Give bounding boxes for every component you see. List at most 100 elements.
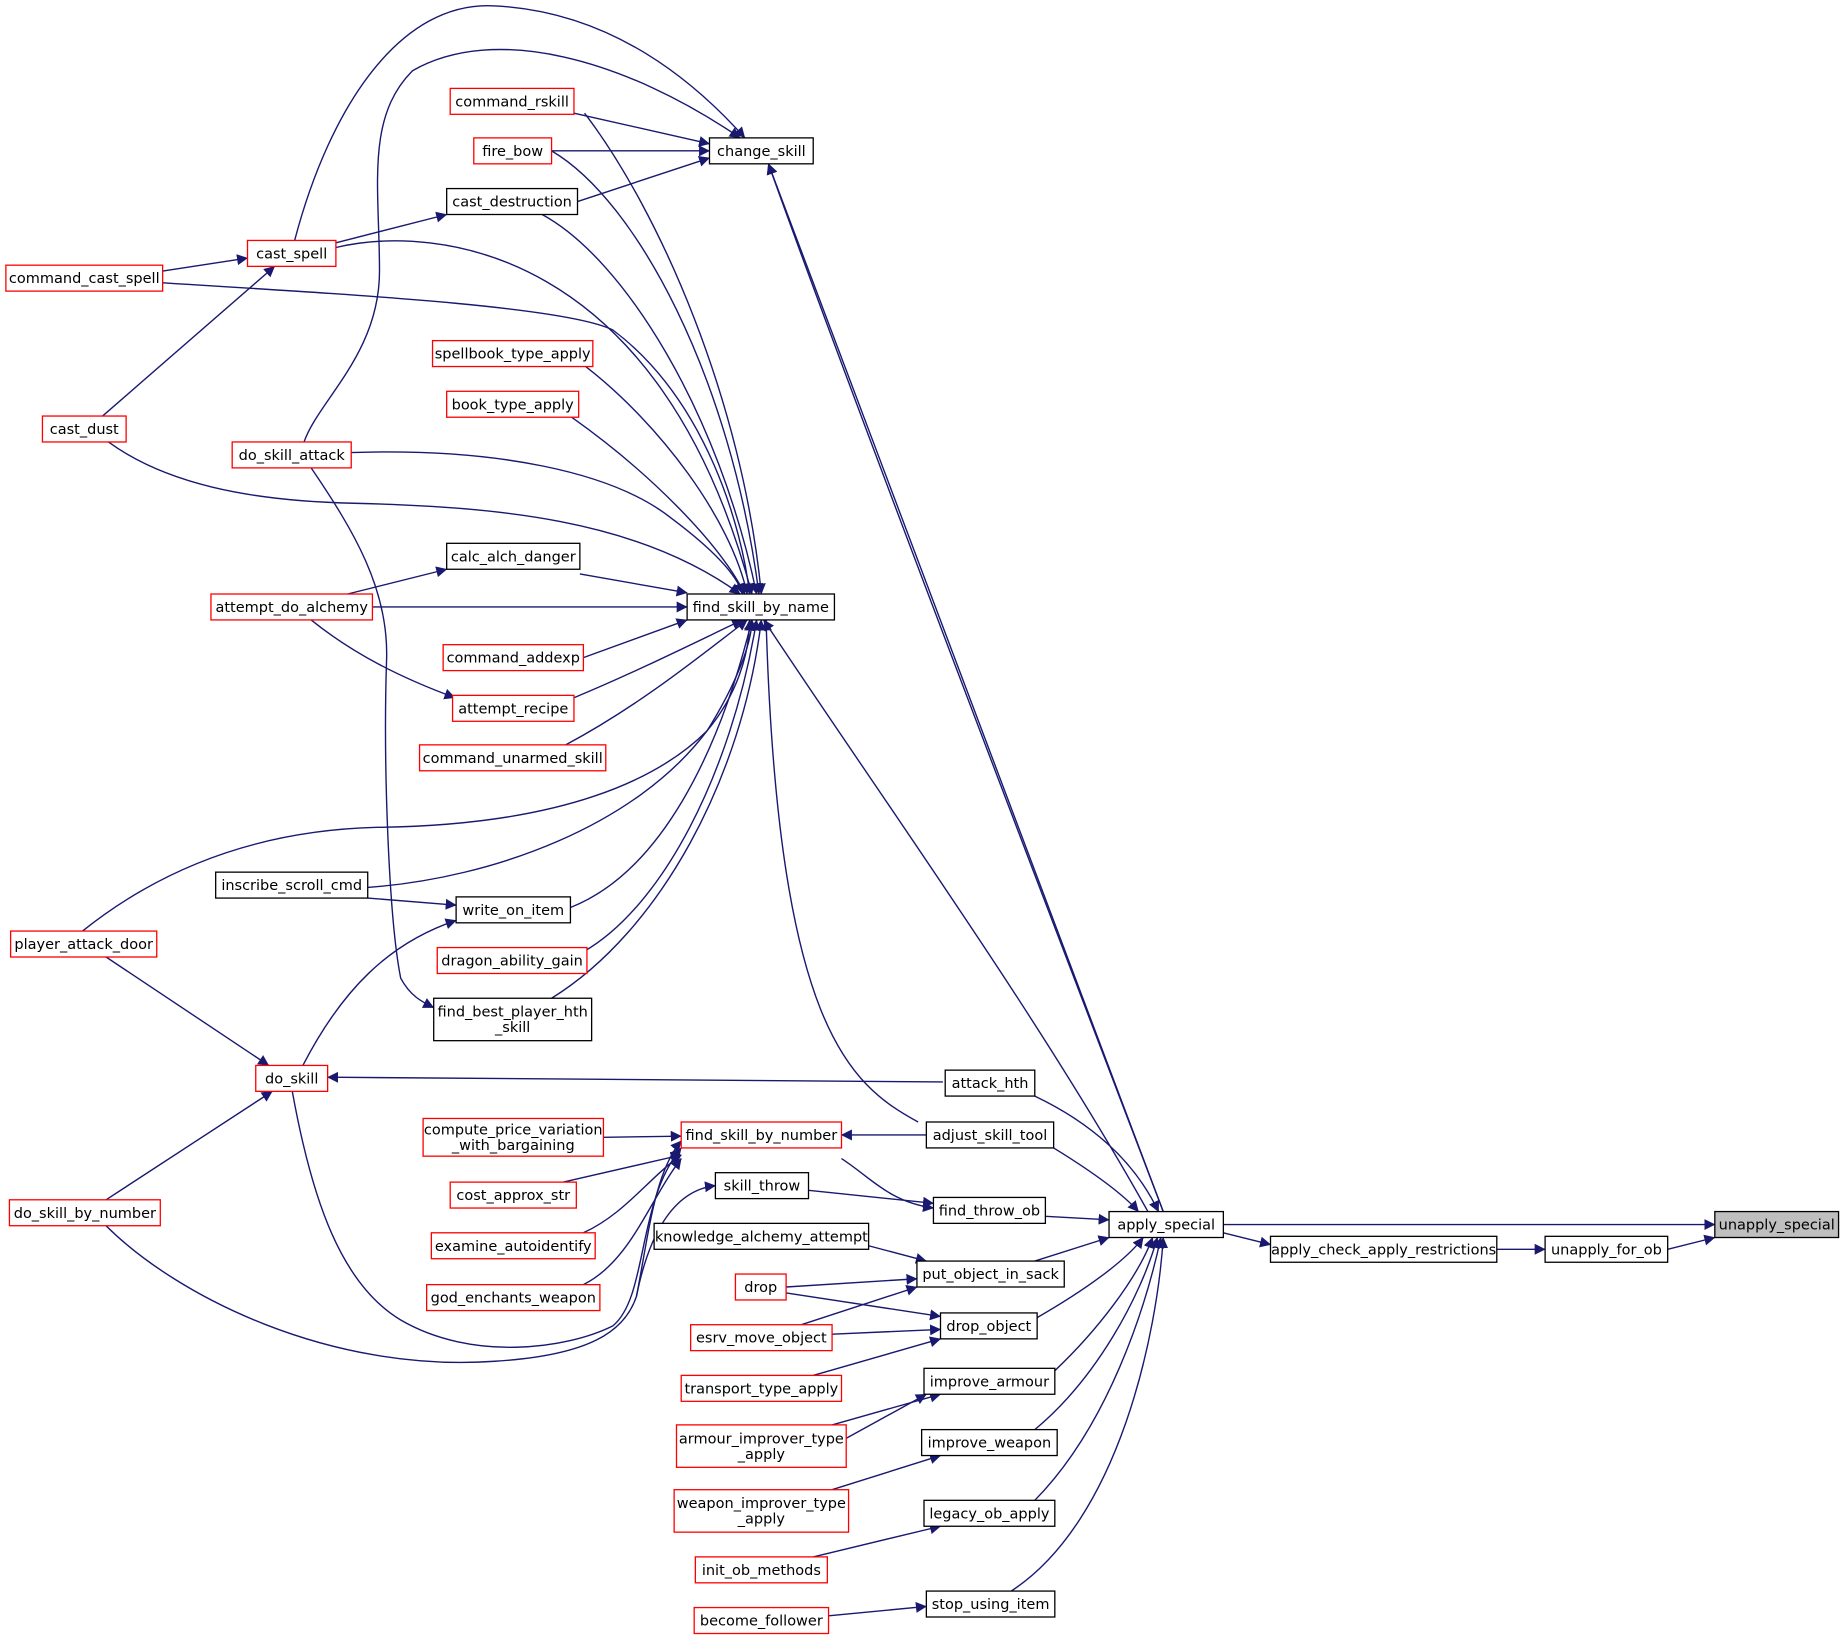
- call-edge-16: [573, 112, 711, 147]
- call-edge-40: [584, 619, 761, 952]
- node-put-object-in-sack[interactable]: put_object_in_sack: [916, 1260, 1065, 1288]
- node-find-throw-ob[interactable]: find_throw_ob: [932, 1196, 1047, 1225]
- node-god-enchants-weapon[interactable]: god_enchants_weapon: [425, 1283, 601, 1312]
- node-find-skill-by-number[interactable]: find_skill_by_number: [680, 1121, 843, 1149]
- node-box: [431, 339, 594, 368]
- call-edge-24: [584, 112, 766, 595]
- node-skill-throw[interactable]: skill_throw: [714, 1172, 810, 1200]
- node-apply-special[interactable]: apply_special: [1108, 1210, 1225, 1239]
- node-init-ob-methods[interactable]: init_ob_methods: [694, 1556, 829, 1584]
- node-label: unapply_special: [1719, 1218, 1835, 1234]
- call-edge-54: [841, 1157, 934, 1213]
- node-label: improve_weapon: [928, 1436, 1052, 1452]
- node-do-skill-attack[interactable]: do_skill_attack: [231, 441, 352, 469]
- node-label: inscribe_scroll_cmd: [221, 878, 362, 894]
- call-edge-13: [1034, 1236, 1165, 1501]
- call-edge-43: [347, 566, 448, 595]
- call-edge-38: [367, 619, 758, 889]
- node-box: [925, 1121, 1055, 1149]
- node-label: attempt_recipe: [458, 701, 568, 717]
- node-box: [923, 1499, 1056, 1527]
- node-label: apply_special: [1117, 1218, 1215, 1234]
- node-write-on-item[interactable]: write_on_item: [455, 896, 572, 924]
- node-box: [680, 1121, 843, 1149]
- node-apply-check-apply-restrictions[interactable]: apply_check_apply_restrictions: [1269, 1235, 1498, 1263]
- node-box: [693, 1606, 830, 1635]
- node-cost-approx-str[interactable]: cost_approx_str: [449, 1181, 577, 1209]
- node-find-skill-by-name[interactable]: find_skill_by_name: [686, 593, 836, 621]
- node-label: esrv_move_object: [696, 1331, 827, 1347]
- node-player-attack-door[interactable]: player_attack_door: [9, 930, 158, 958]
- node-box: [925, 1590, 1056, 1618]
- node-command-addexp[interactable]: command_addexp: [442, 644, 585, 672]
- node-attempt-do-alchemy[interactable]: attempt_do_alchemy: [210, 593, 374, 621]
- node-box: [1108, 1210, 1225, 1239]
- node-command-cast-spell[interactable]: command_cast_spell: [5, 264, 164, 292]
- node-box: [436, 946, 588, 975]
- node-label: write_on_item: [462, 903, 564, 919]
- call-edge-36: [573, 619, 743, 699]
- node-cast-spell[interactable]: cast_spell: [246, 239, 337, 268]
- node-label: adjust_skill_tool: [933, 1128, 1048, 1144]
- node-dragon-ability-gain[interactable]: dragon_ability_gain: [436, 946, 588, 975]
- node-command-unarmed-skill[interactable]: command_unarmed_skill: [418, 744, 607, 772]
- node-esrv-move-object[interactable]: esrv_move_object: [689, 1324, 833, 1352]
- node-do-skill-by-number[interactable]: do_skill_by_number: [8, 1199, 161, 1227]
- node-armour-improver-type-apply[interactable]: armour_improver_type_apply: [675, 1424, 847, 1468]
- call-edge-10: [1036, 1237, 1144, 1319]
- node-command-rskill[interactable]: command_rskill: [449, 87, 575, 115]
- node-unapply-special[interactable]: unapply_special: [1714, 1210, 1840, 1239]
- node-change-skill[interactable]: change_skill: [708, 137, 814, 165]
- node-transport-type-apply[interactable]: transport_type_apply: [680, 1374, 843, 1402]
- call-edge-26: [541, 213, 760, 595]
- call-edge-29: [585, 365, 751, 595]
- node-improve-armour[interactable]: improve_armour: [923, 1367, 1056, 1395]
- node-box: [689, 1324, 833, 1352]
- node-spellbook-type-apply[interactable]: spellbook_type_apply: [431, 339, 594, 368]
- node-stop-using-item[interactable]: stop_using_item: [925, 1590, 1056, 1618]
- call-edge-49: [105, 1140, 682, 1364]
- node-box: [923, 1367, 1056, 1395]
- node-drop-object[interactable]: drop_object: [939, 1312, 1038, 1340]
- node-box: [446, 390, 580, 418]
- node-adjust-skill-tool[interactable]: adjust_skill_tool: [925, 1121, 1055, 1149]
- node-compute-price-variation-with-bargaining[interactable]: compute_price_variation_with_bargaining: [422, 1117, 605, 1157]
- node-label: fire_bow: [482, 144, 543, 160]
- node-fire-bow[interactable]: fire_bow: [473, 137, 553, 165]
- node-label: find_best_player_hth: [438, 1005, 588, 1021]
- node-cast-dust[interactable]: cast_dust: [41, 415, 127, 443]
- node-label: armour_improver_type: [679, 1431, 844, 1447]
- node-box: [673, 1489, 850, 1533]
- call-edge-22: [162, 254, 249, 272]
- node-weapon-improver-type-apply[interactable]: weapon_improver_type_apply: [673, 1489, 850, 1533]
- node-cast-destruction[interactable]: cast_destruction: [446, 187, 579, 216]
- call-edge-44: [310, 619, 456, 700]
- node-inscribe-scroll-cmd[interactable]: inscribe_scroll_cmd: [215, 871, 369, 899]
- node-label: _skill: [494, 1020, 530, 1036]
- node-box: [694, 1556, 829, 1584]
- node-calc-alch-danger[interactable]: calc_alch_danger: [446, 542, 581, 570]
- node-book-type-apply[interactable]: book_type_apply: [446, 390, 580, 418]
- node-attack-hth[interactable]: attack_hth: [944, 1069, 1036, 1097]
- node-box: [425, 1283, 601, 1312]
- node-improve-weapon[interactable]: improve_weapon: [920, 1428, 1058, 1457]
- node-drop[interactable]: drop: [734, 1273, 787, 1301]
- node-label: change_skill: [717, 144, 806, 160]
- node-legacy-ob-apply[interactable]: legacy_ob_apply: [923, 1499, 1056, 1527]
- call-edge-59: [801, 1285, 918, 1326]
- node-examine-autoidentify[interactable]: examine_autoidentify: [430, 1232, 596, 1260]
- node-find-best-player-hth-skill[interactable]: find_best_player_hth_skill: [433, 997, 593, 1042]
- node-attempt-recipe[interactable]: attempt_recipe: [451, 694, 575, 722]
- node-knowledge-alchemy-attempt[interactable]: knowledge_alchemy_attempt: [653, 1222, 870, 1250]
- node-label: skill_throw: [724, 1179, 801, 1195]
- call-edge-33: [579, 573, 688, 597]
- node-label: _apply: [737, 1447, 786, 1463]
- node-label: put_object_in_sack: [922, 1267, 1059, 1283]
- node-unapply-for-ob[interactable]: unapply_for_ob: [1544, 1235, 1669, 1263]
- node-become-follower[interactable]: become_follower: [693, 1606, 830, 1635]
- call-edge-12: [1034, 1236, 1160, 1431]
- call-edge-65: [828, 1601, 927, 1617]
- node-box: [430, 1232, 596, 1260]
- node-box: [714, 1172, 810, 1200]
- node-do-skill[interactable]: do_skill: [255, 1064, 329, 1093]
